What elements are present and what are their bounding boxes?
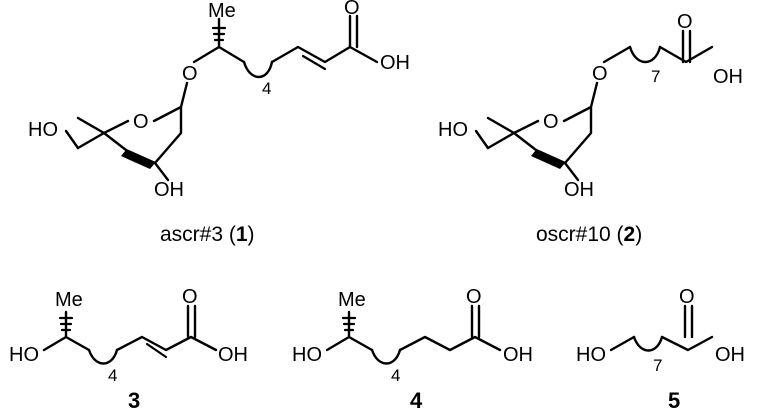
c5-carbonyl-bond	[683, 304, 694, 339]
ascr3-ring-bonds	[76, 105, 183, 165]
ascr3-caption: ascr#3 (1)	[160, 223, 255, 246]
structure-ascr3: Me O O HO OH O OH 4 ascr#3 (1)	[28, 0, 410, 246]
c3-double-bond	[145, 342, 168, 359]
ascr3-o-ring-label: O	[133, 111, 149, 133]
c3-acid-oh-label: OH	[218, 344, 248, 366]
c3-carbonyl-bond	[186, 304, 197, 339]
ascr3-repeat-count: 4	[262, 79, 271, 98]
oscr10-anomeric-bond	[589, 81, 599, 109]
c3-chain-bonds	[115, 335, 218, 352]
ascr3-name: ascr#3	[160, 223, 223, 246]
c5-repeat-bracket	[632, 335, 664, 352]
c4-chain-bonds	[398, 335, 502, 352]
c4-repeat-count: 4	[391, 366, 400, 385]
oscr10-ho-bond	[474, 129, 490, 150]
oscr10-chain-bonds	[658, 45, 714, 64]
c3-number: 3	[128, 388, 140, 413]
ascr3-me-label: Me	[208, 0, 236, 22]
c5-number: 5	[668, 388, 680, 413]
c4-number: 4	[410, 388, 423, 413]
ascr3-carbonyl-bond	[348, 14, 359, 49]
oscr10-acid-oh-label: OH	[713, 66, 743, 88]
c3-me-label: Me	[55, 289, 83, 311]
c4-me-label: Me	[338, 289, 366, 311]
ascr3-carbonyl-o-label: O	[344, 0, 360, 19]
oscr10-repeat-bracket	[628, 45, 662, 64]
ascr3-anomeric-bond	[179, 81, 189, 109]
structure-5: HO O OH 7 5	[576, 286, 745, 413]
c5-acid-oh-label: OH	[715, 344, 745, 366]
c3-hashed-wedge	[58, 316, 74, 332]
c3-left-bonds	[42, 310, 91, 352]
oscr10-number: 2	[624, 223, 636, 246]
c5-chain-bonds	[660, 335, 714, 352]
oscr10-ho-label: HO	[438, 119, 468, 141]
structure-3: Me HO O OH 4 3	[9, 286, 248, 413]
ascr3-repeat-bracket	[242, 60, 274, 79]
c4-left-bonds	[325, 310, 374, 352]
oscr10-o-ring-label: O	[543, 111, 559, 133]
oscr10-oh-bond	[563, 161, 580, 182]
ascr3-number: 1	[236, 223, 248, 246]
oscr10-ring-bonds	[486, 105, 593, 165]
c4-hashed-wedge	[341, 316, 357, 332]
c5-ho-bond	[609, 335, 636, 352]
c5-carbonyl-o-label: O	[679, 286, 695, 308]
c4-carbonyl-o-label: O	[466, 286, 482, 308]
oscr10-carbonyl-o-label: O	[677, 11, 693, 33]
oscr10-o-ch2-bond	[602, 45, 632, 64]
oscr10-o-link-label: O	[592, 63, 608, 85]
oscr10-repeat-count: 7	[651, 67, 660, 86]
c4-ho-label: HO	[292, 344, 322, 366]
c3-ho-label: HO	[9, 344, 39, 366]
ascr3-acid-oh-label: OH	[380, 52, 410, 74]
ascr3-hashed-wedge	[211, 26, 227, 42]
ascr3-chain-bonds	[270, 45, 379, 64]
oscr10-caption: oscr#10 (2)	[536, 223, 642, 246]
c3-repeat-bracket	[87, 348, 119, 365]
oscr10-name: oscr#10	[536, 223, 611, 246]
c4-acid-oh-label: OH	[503, 344, 533, 366]
structure-oscr10: O O HO OH O OH 7 oscr#10 (2)	[438, 11, 743, 246]
c5-ho-label: HO	[576, 344, 606, 366]
ascr3-oh-label: OH	[154, 179, 184, 201]
ascr3-o-link-label: O	[182, 63, 198, 85]
oscr10-oh-label: OH	[564, 179, 594, 201]
c3-carbonyl-o-label: O	[182, 286, 198, 308]
oscr10-bold-bond	[531, 150, 565, 169]
c4-repeat-bracket	[370, 348, 402, 365]
structure-4: Me HO O OH 4 4	[292, 286, 533, 413]
ascr3-ho-label: HO	[28, 119, 58, 141]
c5-repeat-count: 7	[653, 356, 662, 375]
ascr3-ho-bond	[64, 129, 80, 150]
oscr10-carbonyl-bond	[681, 29, 692, 64]
ascr3-bold-bond	[121, 150, 155, 169]
c4-carbonyl-bond	[470, 304, 481, 339]
c3-repeat-count: 4	[108, 366, 117, 385]
ascr3-double-bond	[301, 54, 327, 71]
ascr3-oh-bond	[153, 161, 170, 182]
